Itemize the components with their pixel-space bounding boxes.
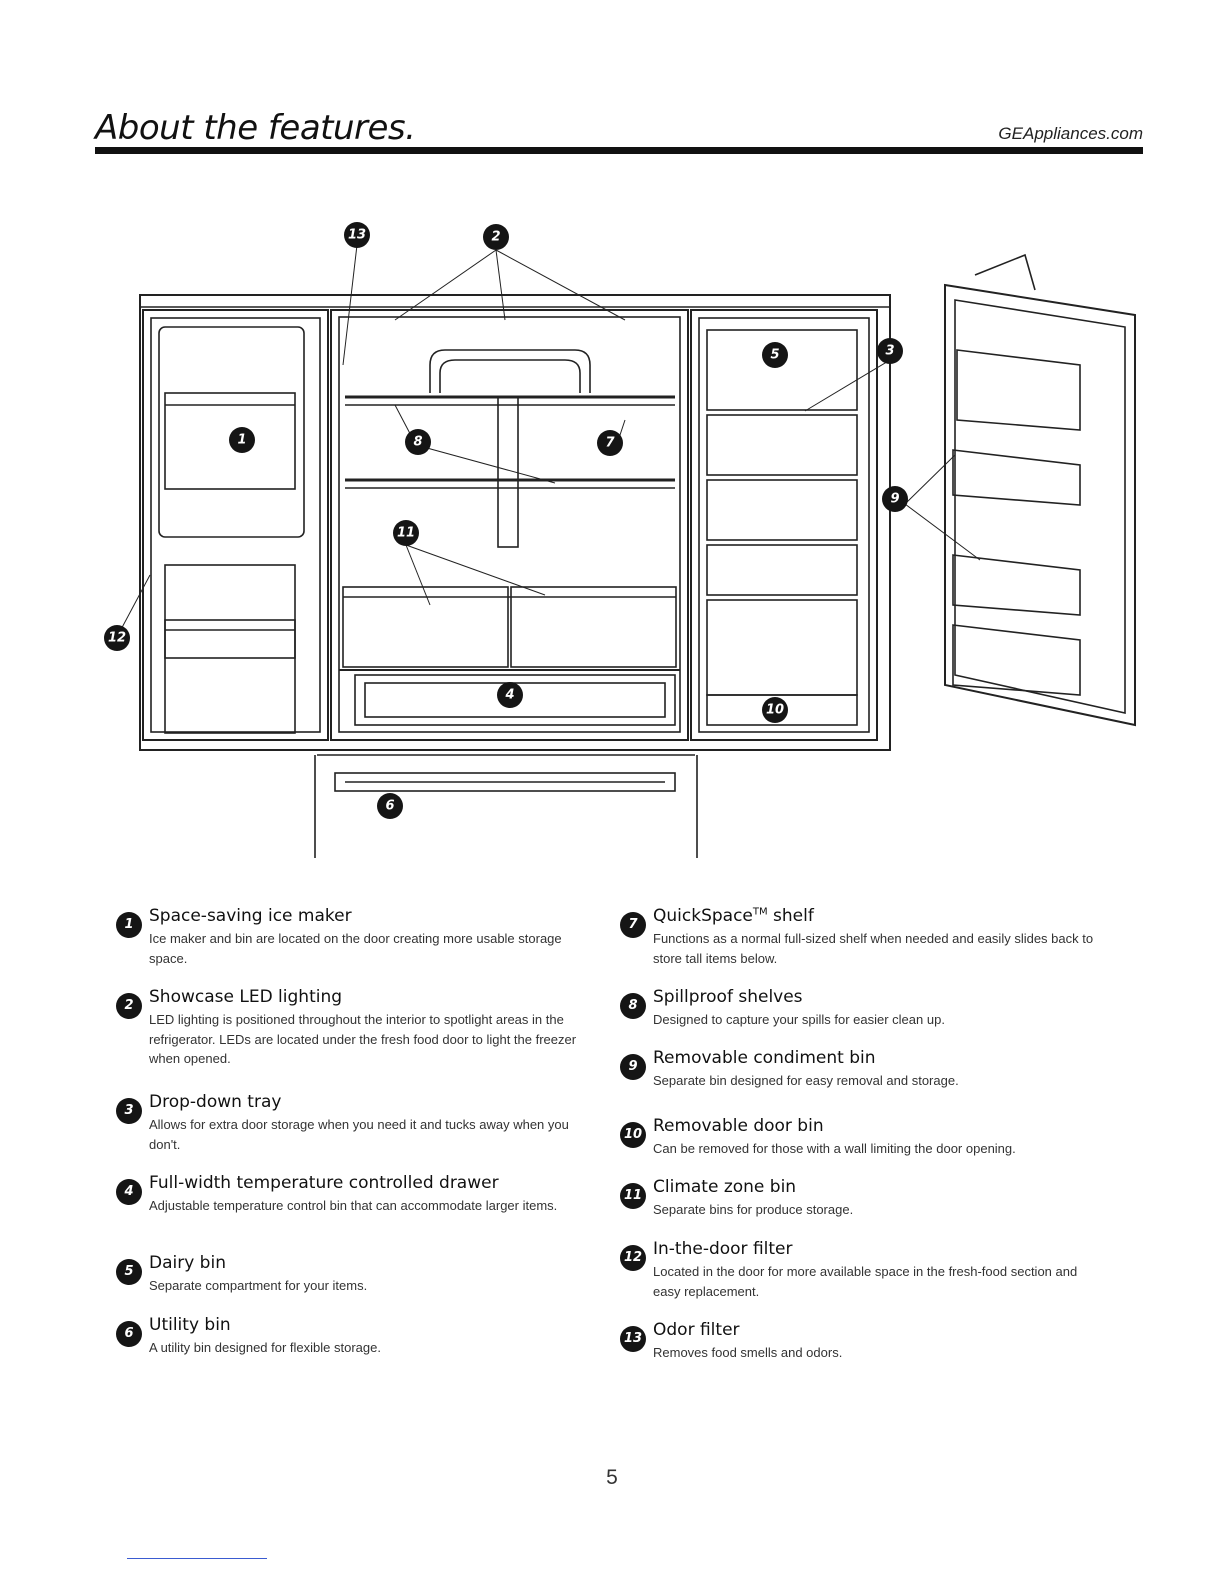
feature-number: 12 (620, 1245, 646, 1271)
feature-title: Space-saving ice maker (149, 906, 352, 926)
callout-10: 10 (766, 703, 784, 718)
feature-number: 1 (116, 912, 142, 938)
feature-description: Can be removed for those with a wall lim… (653, 1141, 1016, 1156)
page-number: 5 (606, 1466, 618, 1489)
feature-title: QuickSpaceTM shelf (653, 906, 814, 926)
link-underline (127, 1558, 267, 1559)
feature-number: 13 (620, 1326, 646, 1352)
feature-description: Separate compartment for your items. (149, 1278, 368, 1293)
feature-description: Adjustable temperature control bin that … (149, 1198, 558, 1213)
feature-title: Removable condiment bin (653, 1048, 876, 1068)
feature-number: 7 (620, 912, 646, 938)
feature-title: Spillproof shelves (653, 987, 803, 1007)
feature-description: Separate bins for produce storage. (653, 1202, 854, 1217)
feature-number: 2 (116, 993, 142, 1019)
feature-number: 3 (116, 1098, 142, 1124)
callout-9: 9 (890, 492, 899, 507)
callout-11: 11 (397, 526, 415, 541)
feature-description: Ice maker and bin are located on the doo… (149, 931, 562, 966)
feature-description: Removes food smells and odors. (653, 1345, 843, 1360)
callout-12: 12 (108, 631, 126, 646)
feature-title: In-the-door filter (653, 1239, 793, 1259)
callout-1: 1 (237, 433, 246, 448)
callout-3: 3 (885, 344, 894, 359)
feature-description: Located in the door for more available s… (653, 1264, 1078, 1299)
feature-title: Utility bin (149, 1315, 231, 1335)
callout-2: 2 (491, 230, 500, 245)
feature-title: Drop-down tray (149, 1092, 282, 1112)
feature-number: 9 (620, 1054, 646, 1080)
callout-13: 13 (348, 228, 366, 243)
header-rule (95, 147, 1143, 154)
feature-number: 4 (116, 1179, 142, 1205)
feature-description: Designed to capture your spills for easi… (653, 1012, 945, 1027)
refrigerator-diagram: 1 2 3 4 5 6 7 8 9 10 11 12 13 (104, 222, 1136, 858)
feature-title: Full-width temperature controlled drawer (149, 1173, 499, 1193)
feature-title: Removable door bin (653, 1116, 824, 1136)
feature-title: Showcase LED lighting (149, 987, 343, 1007)
feature-number: 6 (116, 1321, 142, 1347)
callout-8: 8 (413, 435, 422, 450)
feature-number: 10 (620, 1122, 646, 1148)
feature-description: LED lighting is positioned throughout th… (149, 1012, 577, 1066)
callout-5: 5 (770, 348, 779, 363)
feature-title: Dairy bin (149, 1253, 226, 1273)
site-url[interactable]: GEAppliances.com (998, 124, 1143, 143)
trademark-mark: TM (752, 906, 768, 918)
feature-number: 11 (620, 1183, 646, 1209)
feature-description: A utility bin designed for flexible stor… (149, 1340, 381, 1355)
page-header: About the features. GEAppliances.com (95, 108, 1143, 158)
feature-description: Allows for extra door storage when you n… (149, 1117, 569, 1152)
feature-description: Separate bin designed for easy removal a… (653, 1073, 959, 1088)
feature-description: Functions as a normal full-sized shelf w… (653, 931, 1094, 966)
feature-title: Odor filter (653, 1320, 740, 1340)
callout-6: 6 (385, 799, 394, 814)
page-title: About the features. (95, 108, 416, 148)
feature-title-suffix: shelf (767, 906, 814, 926)
feature-number: 5 (116, 1259, 142, 1285)
feature-title: Climate zone bin (653, 1177, 797, 1197)
callout-7: 7 (605, 436, 615, 451)
feature-number: 8 (620, 993, 646, 1019)
feature-title-text: QuickSpace (653, 906, 753, 926)
callout-4: 4 (504, 688, 514, 703)
